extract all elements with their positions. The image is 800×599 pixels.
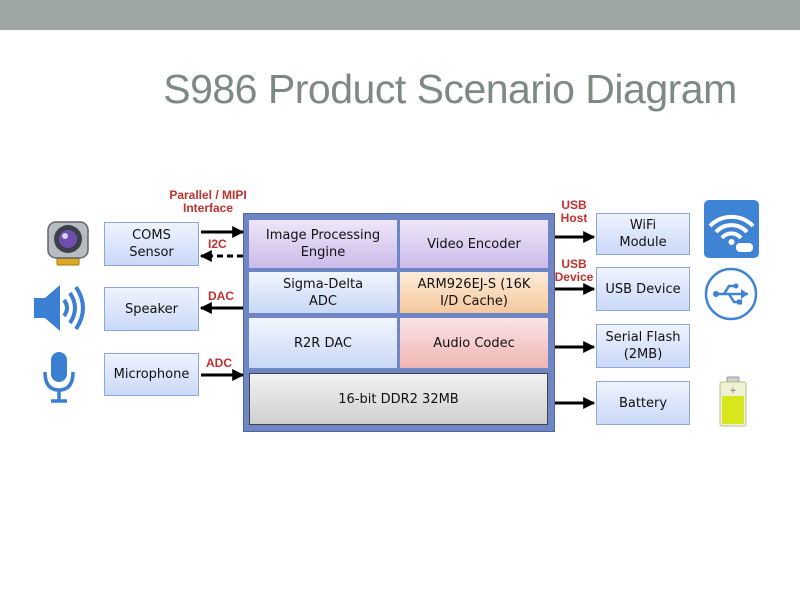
sigma-delta-adc-block: Sigma-Delta ADC: [249, 272, 397, 313]
camera-icon: [47, 221, 89, 266]
usb-icon: [704, 267, 758, 321]
battery-block: Battery: [596, 381, 690, 425]
r2r-dac-block: R2R DAC: [249, 318, 397, 368]
microphone-block: Microphone: [104, 353, 199, 396]
usb-host-label: USB Host: [560, 198, 588, 225]
page-title: S986 Product Scenario Diagram: [0, 66, 800, 113]
wifi-icon: [704, 200, 759, 258]
usb-device-label: USB Device: [554, 257, 594, 284]
arm-core-block: ARM926EJ-S (16K I/D Cache): [400, 272, 548, 313]
i2c-label: I2C: [208, 237, 227, 251]
speaker-block: Speaker: [104, 287, 199, 331]
svg-text:+: +: [729, 386, 737, 396]
speaker-icon: [34, 285, 85, 331]
microphone-icon: [43, 352, 75, 403]
wifi-module-block: WiFi Module: [596, 213, 690, 255]
serial-flash-block: Serial Flash (2MB): [596, 324, 690, 368]
title-rest: Product Scenario Diagram: [267, 66, 737, 112]
ddr2-memory-block: 16-bit DDR2 32MB: [249, 373, 548, 425]
battery-icon: +: [719, 376, 747, 427]
dac-label: DAC: [208, 289, 234, 303]
connector-arrows: [199, 226, 596, 409]
image-processing-block: Image Processing Engine: [249, 220, 397, 268]
coms-sensor-block: COMS Sensor: [104, 222, 199, 266]
parallel-mipi-label: Parallel / MIPI Interface: [169, 188, 247, 215]
audio-codec-block: Audio Codec: [400, 318, 548, 368]
title-prefix: S986: [163, 66, 257, 112]
top-bar: [0, 0, 800, 30]
video-encoder-block: Video Encoder: [400, 220, 548, 268]
adc-label: ADC: [206, 356, 232, 370]
usb-device-block: USB Device: [596, 267, 690, 311]
